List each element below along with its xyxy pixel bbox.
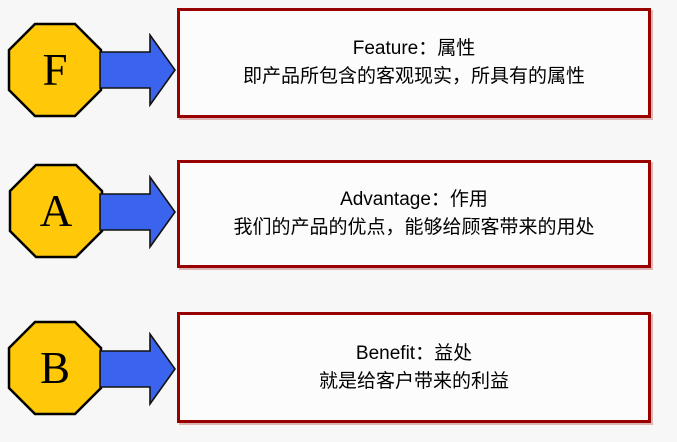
- box-heading-advantage: Advantage：作用: [340, 189, 488, 210]
- octagon-b: B: [7, 320, 103, 416]
- definition-box-benefit: Benefit：益处 就是给客户带来的利益: [177, 312, 651, 423]
- octagon-shape-icon: [7, 22, 103, 118]
- octagon-letter-f: F: [42, 44, 68, 95]
- right-arrow-icon: [99, 33, 176, 107]
- octagon-shape-icon: [8, 163, 104, 259]
- definition-box-advantage: Advantage：作用 我们的产品的优点，能够给顾客带来的用处: [177, 160, 651, 268]
- definition-box-feature: Feature：属性 即产品所包含的客观现实，所具有的属性: [177, 8, 651, 118]
- octagon-shape-icon: [7, 320, 103, 416]
- box-description-feature: 即产品所包含的客观现实，所具有的属性: [242, 66, 585, 87]
- right-arrow-icon: [99, 332, 176, 406]
- box-description-benefit: 就是给客户带来的利益: [318, 370, 509, 392]
- octagon-a: A: [8, 163, 104, 259]
- right-arrow-icon: [99, 175, 176, 249]
- octagon-letter-b: B: [39, 342, 70, 393]
- box-heading-feature: Feature：属性: [352, 38, 476, 59]
- box-description-advantage: 我们的产品的优点，能够给顾客带来的用处: [233, 217, 595, 238]
- box-heading-benefit: Benefit：益处: [355, 342, 473, 364]
- octagon-f: F: [7, 22, 103, 118]
- octagon-letter-a: A: [39, 185, 73, 236]
